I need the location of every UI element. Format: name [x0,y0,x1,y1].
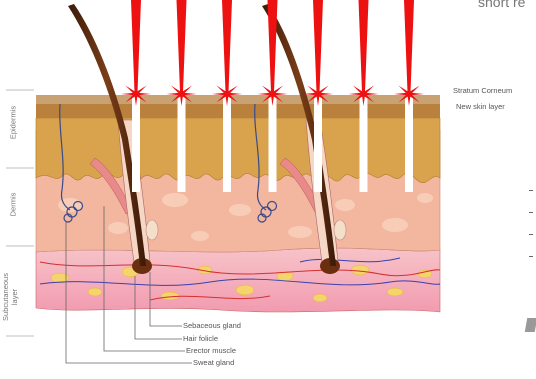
cropped-graphic-fragment [525,318,536,332]
dermis-label: Dermis [9,185,18,225]
new-skin-layer-band [36,104,440,118]
subcutaneous-label-line2: layer [10,267,19,327]
cropped-heading-text: short re [478,0,525,10]
laser-impact-burst [349,82,379,106]
laser-beam-ray [268,0,278,92]
edge-tick [529,234,533,235]
laser-impact-burst [258,82,288,106]
ablation-channel [132,96,140,192]
ablation-channel [178,96,186,192]
laser-beam-ray [404,0,414,92]
stratum-corneum-layer [36,95,440,104]
laser-impact-burst [394,82,424,106]
ablation-channel [314,96,322,192]
new-skin-layer-label: New skin layer [456,102,505,111]
ablation-channel [269,96,277,192]
laser-beam-ray [131,0,141,92]
stratum-corneum-label: Stratum Corneum [453,86,512,95]
laser-beam-ray [359,0,369,92]
laser-beam-ray [313,0,323,92]
ablation-channel [360,96,368,192]
edge-tick [529,190,533,191]
laser-impact-burst [303,82,333,106]
subcutaneous-label: Subcutaneous layer [1,267,23,327]
subcutaneous-label-line1: Subcutaneous [1,267,10,327]
hair-folicle-label: Hair folicle [183,334,218,343]
laser-impact-burst [167,82,197,106]
erector-muscle-label: Erector muscle [186,346,236,355]
epidermis-label: Epidermis [9,103,18,143]
laser-beam-ray [177,0,187,92]
edge-tick [529,256,533,257]
sebaceous-gland-label: Sebaceous gland [183,321,241,330]
laser-impact-burst [121,82,151,106]
laser-beam-ray [222,0,232,92]
laser-impact-burst [212,82,242,106]
sweat-gland-label: Sweat gland [193,358,234,367]
edge-tick [529,212,533,213]
subcutaneous-layer [36,248,440,312]
ablation-channel [223,96,231,192]
epidermis-layer [36,118,440,183]
ablation-channel [405,96,413,192]
